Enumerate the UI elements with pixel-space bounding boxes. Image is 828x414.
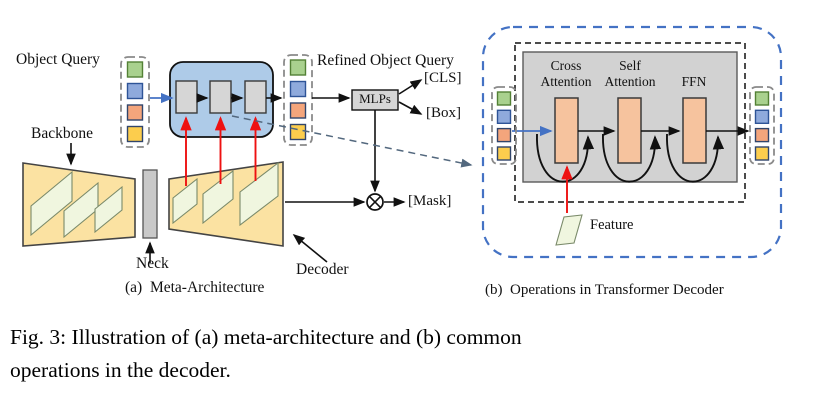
otimes-icon [366,193,384,211]
decoder-label-arrow [292,233,328,263]
skip-connection-arc-1 [536,133,595,183]
mlps-label: MLPs [359,91,391,106]
box-label: [Box] [426,105,461,121]
neck-rect [142,169,158,239]
mlps-to-cls-arrow [398,79,423,95]
refined-token-orange [289,102,307,119]
panel-b-dashed-box [514,42,746,203]
object-query-label: Object Query [16,51,100,68]
panel-b-output-tokens [749,86,775,165]
b-left-token-orange [496,127,512,143]
b-right-token-yellow [754,146,770,161]
backbone-feature-map-1 [30,170,73,237]
b-left-token-yellow [496,146,512,161]
object-query-token-frame [120,56,150,148]
panel-a-caption: (a) Meta-Architecture [125,279,265,296]
query-token-orange [126,104,144,121]
decoder-label: Decoder [296,261,349,278]
panel-b-input-tokens [491,86,517,165]
refined-query-token-frame [283,54,313,146]
panel-b-right-token-frame [749,86,775,165]
skip-connection-arc-2 [602,133,662,183]
panel-b-left-token-frame [491,86,517,165]
refined-object-query-label: Refined Object Query [317,52,454,69]
b-right-token-blue [754,109,770,125]
decoder-feature-map-3 [239,161,279,227]
b-left-token-green [496,91,512,106]
neck-label: Neck [136,255,169,272]
cross-attention-block [554,97,579,164]
b-right-token-green [754,91,770,106]
self-attention-label: Self Attention [604,58,656,89]
zoom-connector-dashed-line [231,115,473,168]
cls-label: [CLS] [424,70,462,86]
mlps-to-box-arrow [398,101,423,115]
skip-connection-arc-3 [666,133,725,183]
ffn-label: FFN [681,74,707,89]
decoder-layer-block-1 [175,80,198,114]
figure-caption: Fig. 3: Illustration of (a) meta-archite… [10,325,522,382]
query-token-blue [126,82,144,100]
feature-parallelogram [555,214,583,246]
ffn-block [682,97,707,164]
b-left-token-blue [496,109,512,125]
self-attention-block [617,97,642,164]
b-right-token-orange [754,127,770,143]
cross-attention-label: Cross Attention [540,58,592,89]
refined-token-blue [289,80,307,98]
query-token-green [126,61,144,78]
panel-b-caption: (b) Operations in Transformer Decoder [485,282,724,298]
refined-token-yellow [289,123,307,141]
panel-b-outline [481,25,783,259]
backbone-feature-map-3 [94,185,123,234]
backbone-label: Backbone [31,125,93,142]
object-query-tokens [120,56,150,148]
feature-label: Feature [590,217,634,233]
decoder-feature-map-2 [202,169,234,225]
query-token-yellow [126,125,144,143]
decoder-layer-block-2 [209,80,232,114]
decoder-feature-map-1 [172,177,198,225]
refined-token-green [289,59,307,76]
decoder-layer-block-3 [244,80,267,114]
mask-label: [Mask] [408,193,452,209]
